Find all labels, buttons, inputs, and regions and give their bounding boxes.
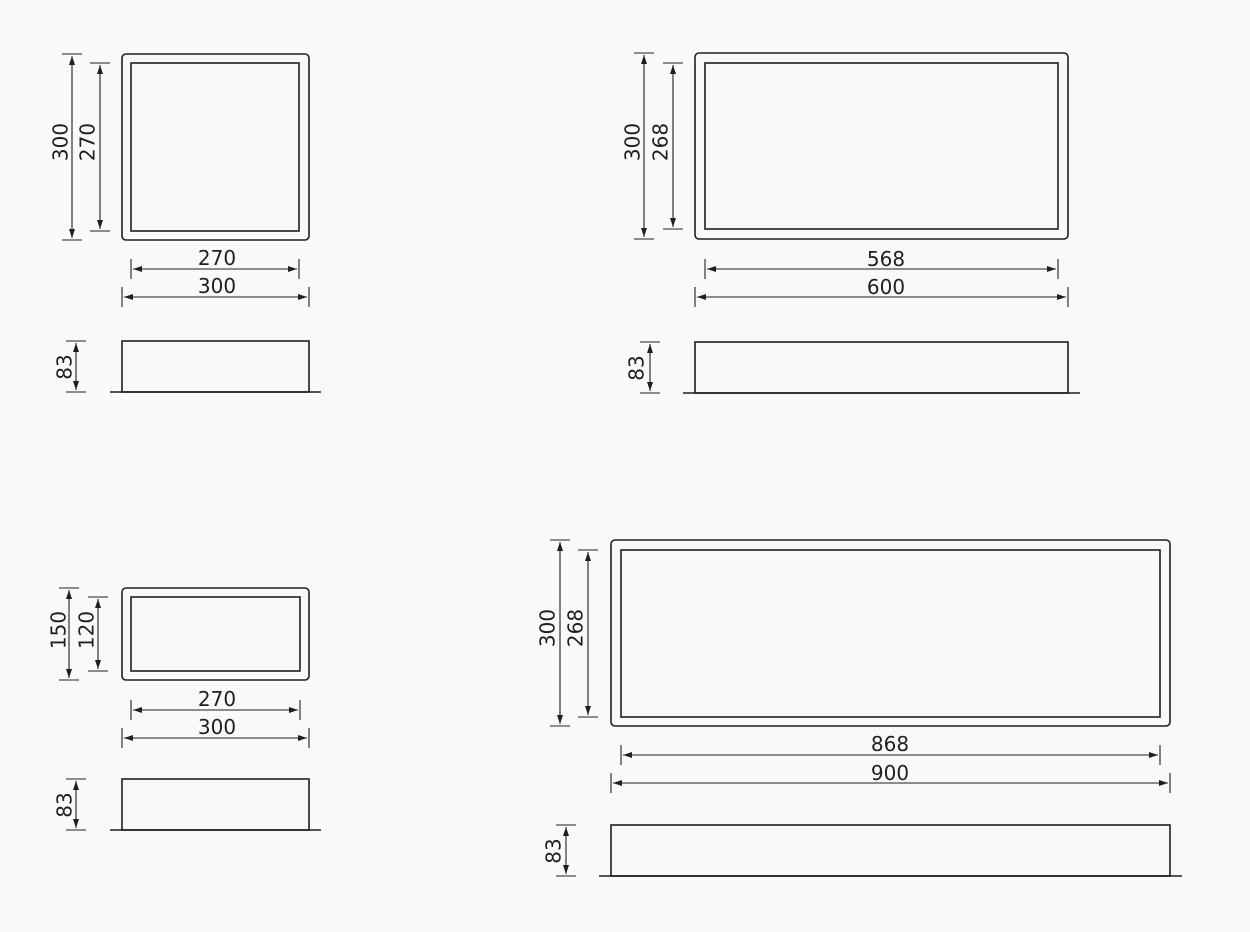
dim-label: 268 [564, 609, 588, 647]
drawing-box-600x300: 300 268 568 600 [621, 52, 1080, 394]
dim-label: 270 [76, 123, 100, 161]
dim-label: 270 [198, 246, 236, 270]
dim-outer-width: 900 [610, 761, 1171, 793]
inner-frame [620, 549, 1161, 718]
inner-frame [704, 62, 1059, 230]
dim-inner-width: 270 [130, 246, 300, 279]
dim-outer-width: 300 [121, 274, 310, 307]
dim-label: 83 [53, 354, 77, 379]
inner-frame [130, 596, 301, 672]
dim-label: 600 [867, 275, 905, 299]
plan-view: 300 268 868 900 [536, 539, 1171, 793]
side-view: 83 [53, 340, 321, 393]
dim-label: 268 [649, 123, 673, 161]
side-frame [121, 778, 310, 831]
dim-outer-height: 300 [536, 539, 570, 727]
dim-side-height: 83 [542, 824, 576, 877]
outer-frame [121, 587, 310, 681]
dim-outer-width: 600 [694, 275, 1069, 307]
drawing-box-300x300: 300 270 270 300 [49, 53, 321, 393]
dim-label: 270 [198, 687, 236, 711]
side-view: 83 [53, 778, 321, 831]
dim-label: 300 [49, 123, 73, 161]
side-view: 83 [625, 341, 1080, 394]
dim-outer-height: 150 [47, 587, 79, 681]
dim-label: 83 [542, 838, 566, 863]
dim-label: 300 [198, 274, 236, 298]
dim-inner-width: 868 [620, 732, 1161, 765]
outer-frame [694, 52, 1069, 240]
dim-label: 300 [621, 123, 645, 161]
dim-label: 868 [871, 732, 909, 756]
inner-frame [130, 62, 300, 232]
dim-label: 120 [75, 611, 99, 649]
dim-side-height: 83 [625, 341, 660, 394]
side-frame [610, 824, 1171, 877]
plan-view: 300 270 270 300 [49, 53, 310, 307]
dim-inner-height: 268 [564, 549, 598, 718]
side-frame [121, 340, 310, 393]
dim-inner-width: 568 [704, 247, 1059, 279]
outer-frame [610, 539, 1171, 727]
drawing-box-300x150: 150 120 270 300 [47, 587, 321, 831]
dim-label: 568 [867, 247, 905, 271]
outer-frame [121, 53, 310, 241]
dim-inner-height: 270 [76, 62, 110, 232]
dim-inner-height: 268 [649, 62, 683, 230]
plan-view: 150 120 270 300 [47, 587, 310, 748]
dim-inner-width: 270 [130, 687, 301, 720]
dim-inner-height: 120 [75, 596, 108, 672]
dim-label: 300 [536, 609, 560, 647]
dim-outer-height: 300 [621, 52, 654, 240]
drawing-box-900x300: 300 268 868 900 [536, 539, 1182, 877]
plan-view: 300 268 568 600 [621, 52, 1069, 307]
dim-label: 83 [53, 792, 77, 817]
dim-label: 300 [198, 715, 236, 739]
side-frame [694, 341, 1069, 394]
side-view: 83 [542, 824, 1182, 877]
dim-side-height: 83 [53, 340, 86, 393]
dim-label: 83 [625, 355, 649, 380]
dim-label: 150 [47, 611, 71, 649]
dim-side-height: 83 [53, 778, 86, 831]
dim-outer-height: 300 [49, 53, 82, 241]
dim-outer-width: 300 [121, 715, 310, 748]
dim-label: 900 [871, 761, 909, 785]
